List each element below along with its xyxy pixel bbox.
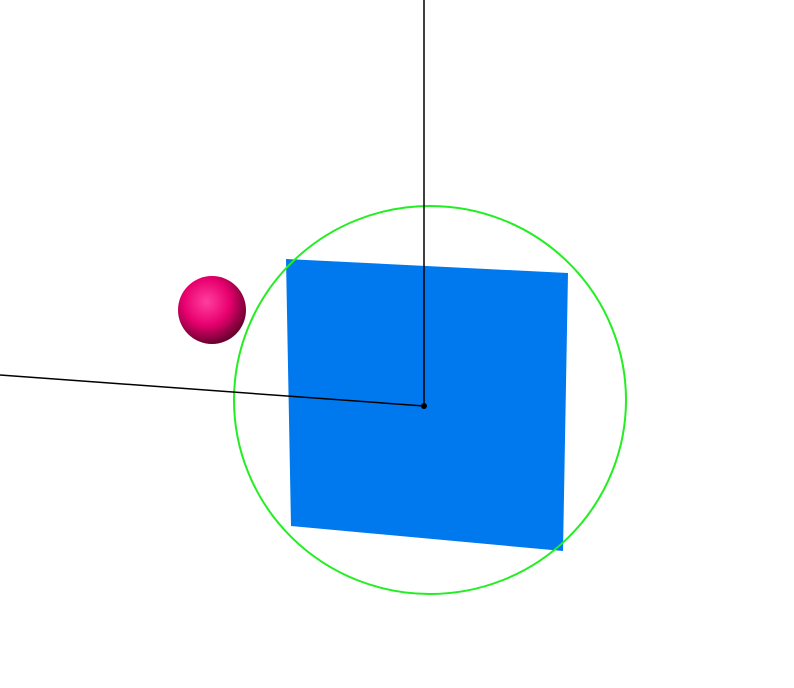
origin-point [421,403,427,409]
green-circle [233,205,627,595]
horizontal-axis-line [0,374,425,407]
magenta-sphere [178,276,246,344]
blue-square [286,259,568,551]
